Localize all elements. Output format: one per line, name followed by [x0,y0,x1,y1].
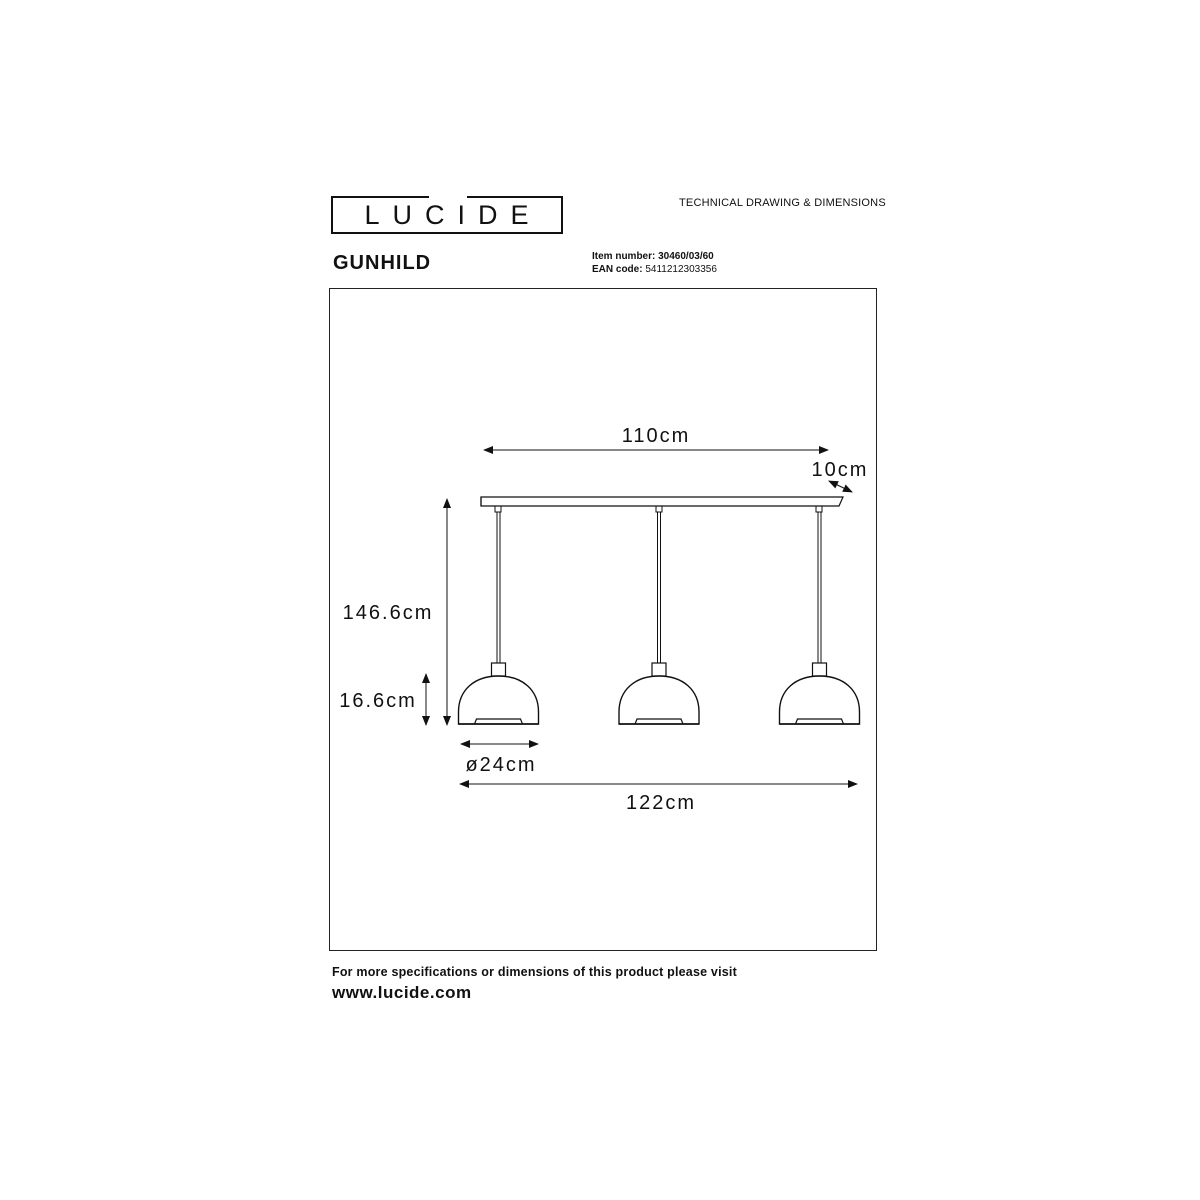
lucide-logo: LUCIDE [364,200,542,230]
website-link[interactable]: www.lucide.com [332,983,472,1002]
item-number-row: Item number: 30460/03/60 [592,251,714,262]
cable-mount [815,505,823,513]
bar-length-label: 110cm [622,425,691,447]
logo-top-rule [467,196,563,198]
ean-label: EAN code: [592,264,643,275]
logo-top-rule [331,196,429,198]
bar-depth-label: 10cm [812,459,869,481]
pendant-shade [618,662,700,725]
ceiling-bar [480,496,844,507]
product-name: GUNHILD [333,252,432,274]
cable-mount [655,505,663,513]
shade-height-label: 16.6cm [339,690,417,712]
footer-note: For more specifications or dimensions of… [332,965,737,979]
shade-diameter-label: ø24cm [465,754,536,776]
cables [496,512,822,663]
total-height-label: 146.6cm [343,602,434,624]
document-type: TECHNICAL DRAWING & DIMENSIONS [679,197,886,209]
ean-row: EAN code: 5411212303356 [592,264,717,275]
cable-mount [494,505,502,513]
pendant-shade [457,662,540,725]
pendant-shade [778,662,861,725]
lucide-logo-frame [331,196,563,234]
item-number-label: Item number: [592,251,656,262]
bar-depth-dimension-line [828,480,853,493]
total-width-label: 122cm [626,792,696,814]
drawing-frame [329,288,877,951]
ean-value: 5411212303356 [645,264,717,275]
item-number-value: 30460/03/60 [658,251,714,262]
